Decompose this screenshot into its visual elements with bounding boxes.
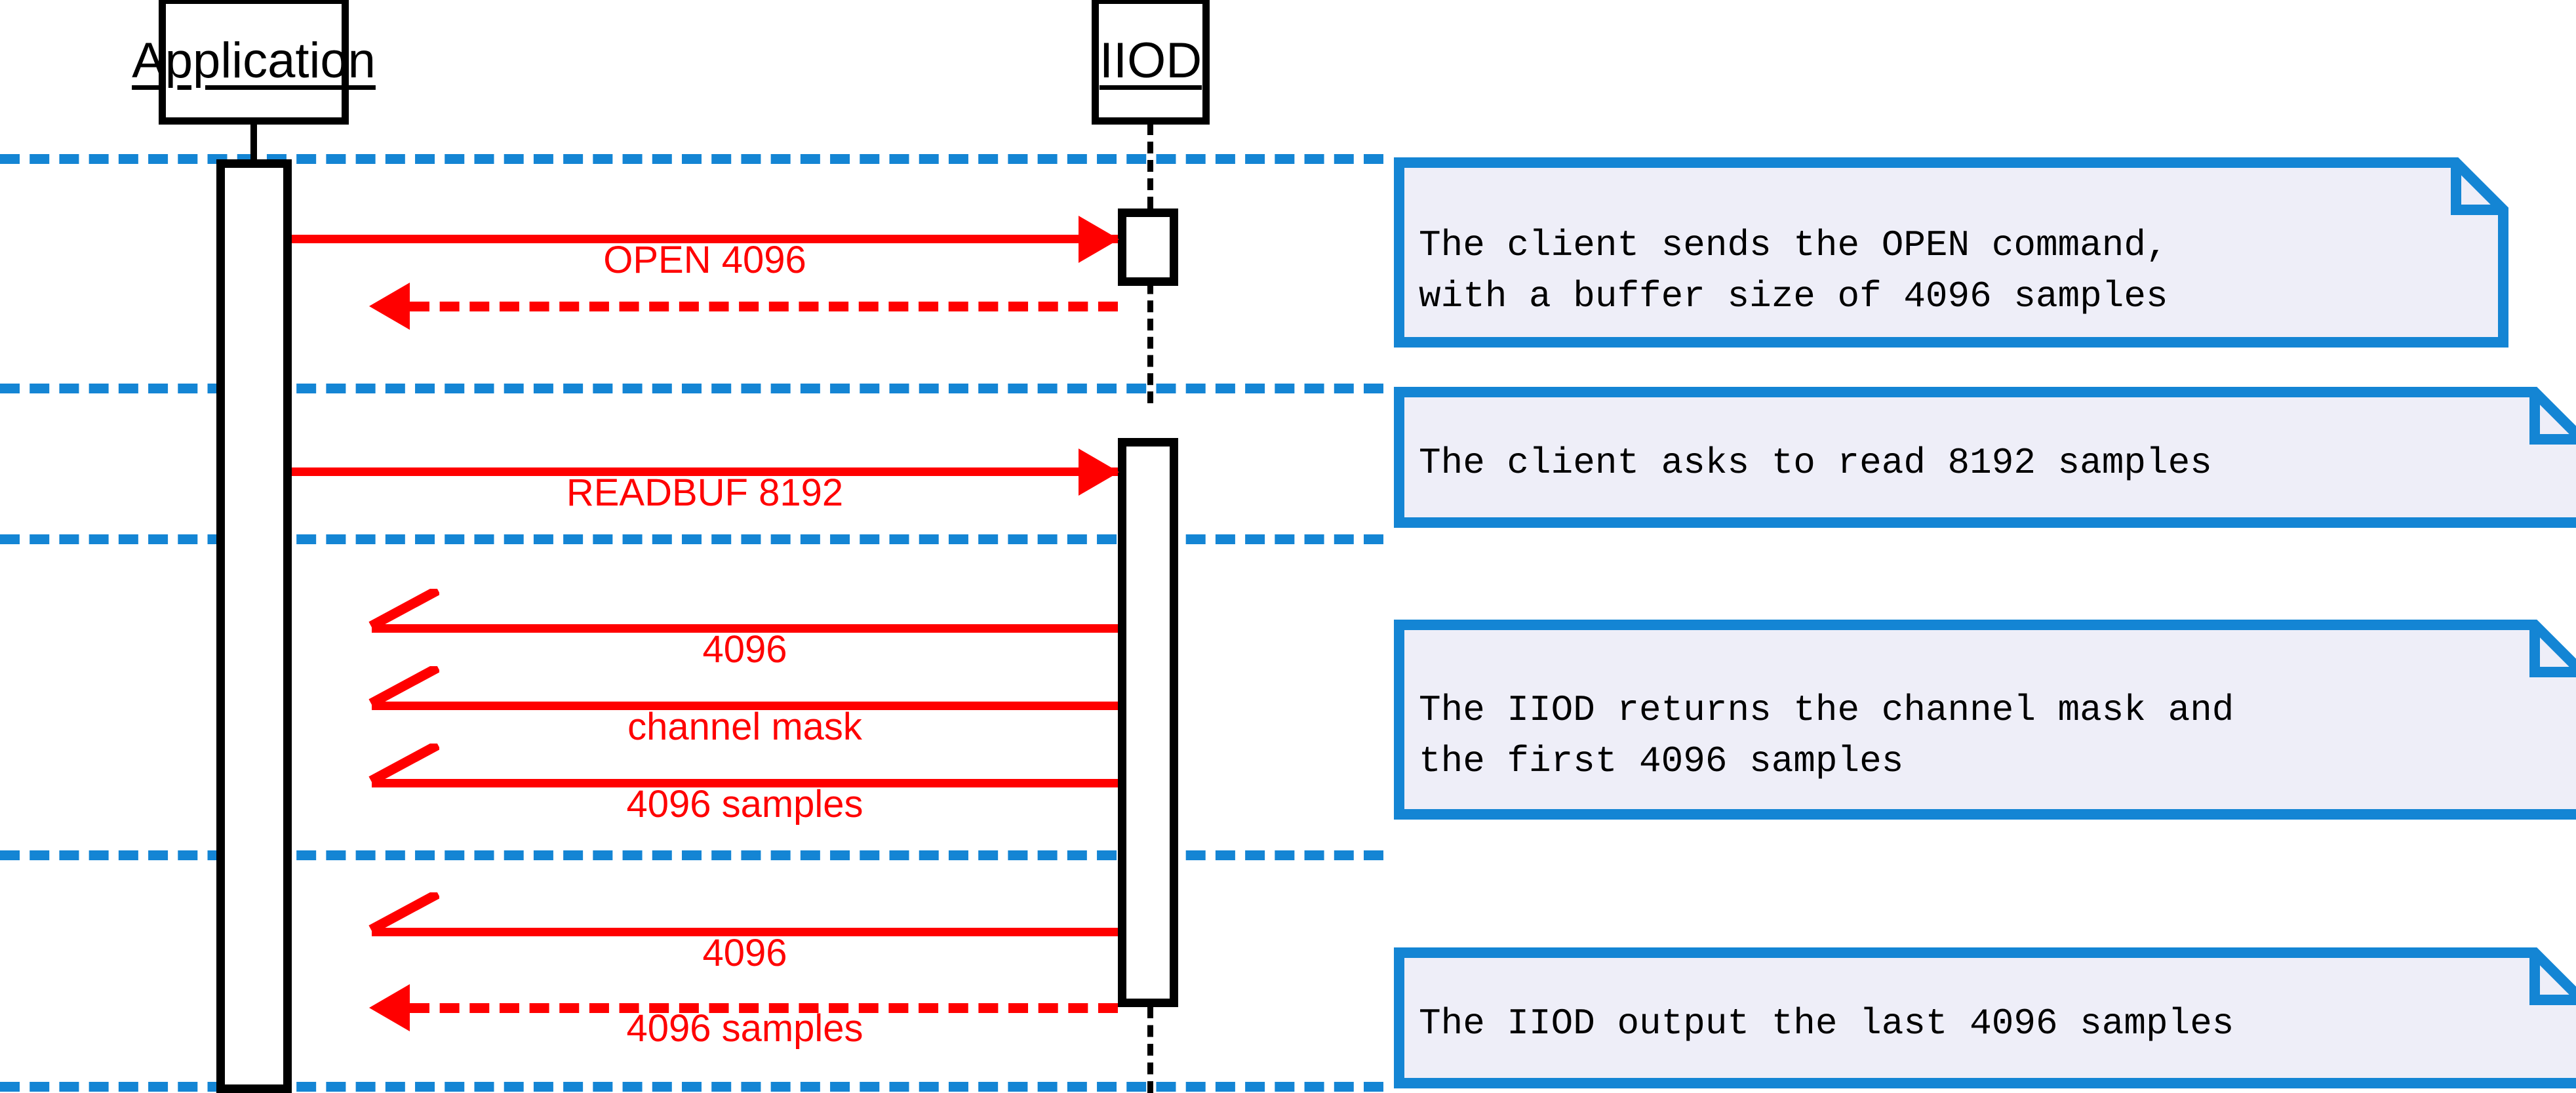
message-line-readbuf — [292, 467, 1118, 476]
participant-box-application[interactable]: Application — [132, 0, 376, 125]
separator-line-3 — [0, 534, 1383, 544]
message-line-ret-chanmask — [372, 702, 1118, 710]
note-shape-readbuf — [1394, 387, 2576, 528]
note-text-chanmask-line-2: the first 4096 samples — [1419, 740, 1904, 782]
note-text-readbuf-line-1: The client asks to read 8192 samples — [1419, 442, 2212, 484]
participant-box-iiod[interactable]: IIOD — [1092, 0, 1210, 125]
lifeline-application-stub — [250, 123, 257, 159]
message-label-ret-4096-a: 4096 — [702, 628, 787, 671]
arrowhead-open-reply — [369, 283, 410, 330]
arrowhead-open — [1079, 216, 1119, 263]
note-text-open-line-1: The client sends the OPEN command, — [1419, 224, 2168, 266]
arrowhead-ret-samples-b — [369, 984, 410, 1031]
note-last[interactable]: The IIOD output the last 4096 samples — [1394, 947, 2576, 1088]
message-line-ret-samples-b — [410, 1003, 1118, 1013]
arrowhead-readbuf — [1079, 448, 1119, 496]
message-label-open: OPEN 4096 — [603, 239, 806, 281]
message-label-ret-samples-a: 4096 samples — [626, 783, 863, 825]
activation-application — [216, 159, 292, 1093]
note-text-last-line-1: The IIOD output the last 4096 samples — [1419, 1003, 2234, 1044]
message-label-ret-samples-b: 4096 samples — [626, 1007, 863, 1050]
note-shape-open — [1394, 157, 2508, 348]
lifeline-iiod-segment-3 — [1147, 1006, 1153, 1093]
message-line-ret-4096-b — [372, 928, 1118, 936]
arrowhead-ret-samples-a — [368, 744, 439, 785]
lifeline-iiod-segment-1 — [1147, 123, 1153, 209]
message-line-ret-4096-a — [372, 624, 1118, 633]
message-label-ret-chanmask: channel mask — [627, 705, 862, 748]
note-shape-last — [1394, 947, 2576, 1088]
participant-label-iiod: IIOD — [1099, 32, 1202, 89]
note-readbuf[interactable]: The client asks to read 8192 samples — [1394, 387, 2576, 528]
note-chanmask[interactable]: The IIOD returns the channel mask and th… — [1394, 620, 2576, 820]
note-text-open-line-2: with a buffer size of 4096 samples — [1419, 275, 2168, 317]
message-label-ret-4096-b: 4096 — [702, 932, 787, 974]
note-text-chanmask-line-1: The IIOD returns the channel mask and — [1419, 689, 2234, 731]
arrowhead-ret-4096-b — [368, 892, 439, 934]
separator-line-4 — [0, 850, 1383, 860]
note-shape-chanmask — [1394, 620, 2576, 820]
arrowhead-ret-chanmask — [368, 666, 439, 708]
arrowhead-ret-4096-a — [368, 589, 439, 631]
message-label-readbuf: READBUF 8192 — [566, 471, 844, 514]
message-line-open — [292, 235, 1118, 243]
participant-label-application: Application — [132, 32, 376, 89]
separator-line-2 — [0, 384, 1383, 393]
activation-iiod-read — [1118, 438, 1178, 1007]
separator-line-5 — [0, 1082, 1383, 1092]
separator-line-1 — [0, 154, 1383, 164]
lifeline-iiod-segment-2 — [1147, 246, 1153, 403]
message-line-open-reply — [410, 302, 1118, 311]
activation-iiod-open — [1118, 209, 1178, 286]
message-line-ret-samples-a — [372, 779, 1118, 787]
note-open[interactable]: The client sends the OPEN command, with … — [1394, 157, 2508, 348]
